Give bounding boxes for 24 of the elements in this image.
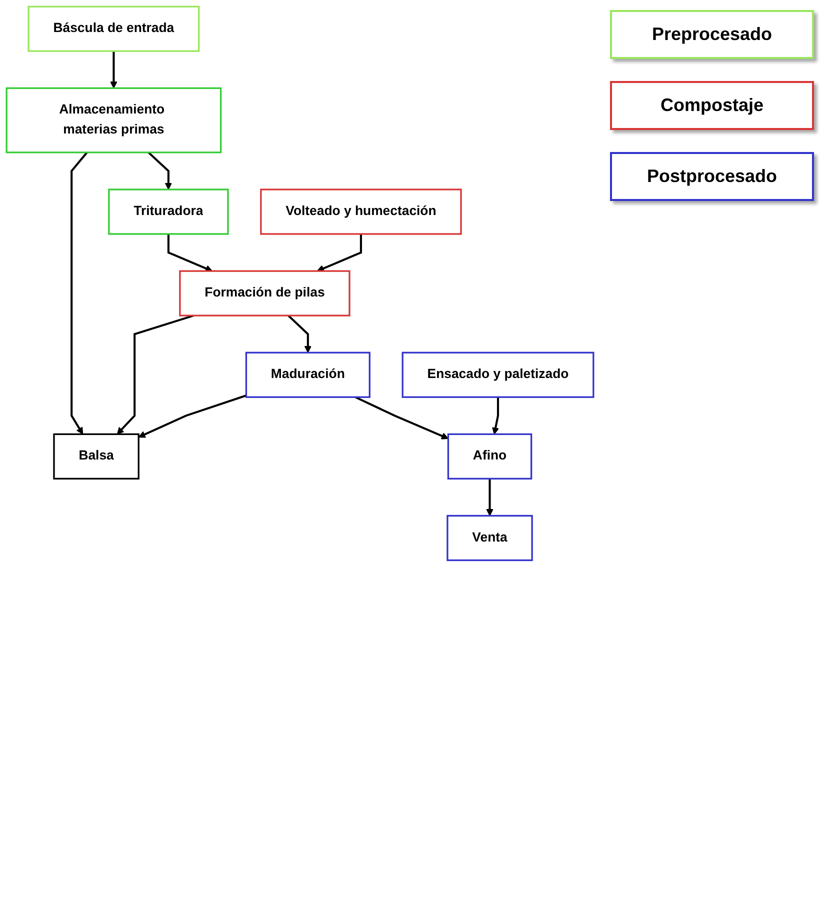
legend-entry: Postprocesado (610, 152, 814, 201)
legend-entry: Preprocesado (610, 10, 814, 59)
node-box: Balsa (53, 433, 140, 480)
arrow (138, 394, 247, 438)
arrow (70, 152, 88, 435)
node-box: Almacenamiento materias primas (6, 87, 222, 154)
arrow (486, 478, 494, 516)
node-box: Maduración (245, 352, 370, 398)
node-box: Volteado y humectación (260, 188, 462, 235)
arrow (116, 314, 194, 435)
node-box: Báscula de entrada (28, 6, 200, 52)
node-box: Venta (446, 514, 533, 562)
arrow (148, 152, 172, 190)
arrow (167, 234, 213, 272)
node-box: Formación de pilas (179, 270, 350, 316)
arrow (288, 314, 312, 353)
legend-entry: Compostaje (610, 81, 814, 130)
arrow (354, 396, 449, 440)
arrow (110, 51, 118, 88)
node-box: Trituradora (108, 188, 229, 235)
node-box: Afino (447, 433, 532, 480)
arrow (316, 234, 362, 272)
arrow (492, 397, 500, 435)
node-box: Ensacado y paletizado (402, 352, 594, 398)
